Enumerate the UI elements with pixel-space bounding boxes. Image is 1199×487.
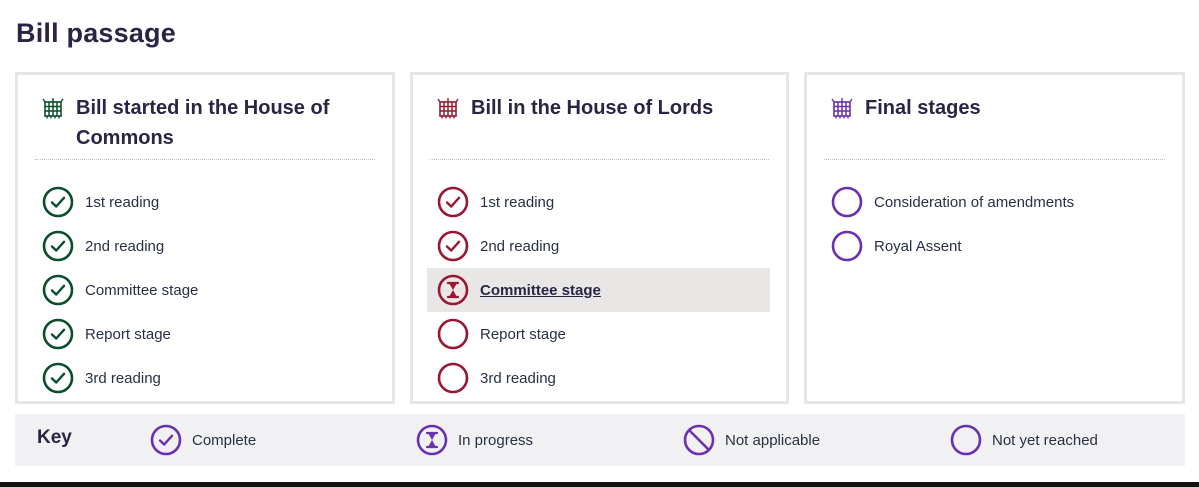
empty-circle-icon: [831, 186, 863, 218]
commons-card-header: Bill started in the House of Commons: [42, 93, 374, 153]
lords-card-header: Bill in the House of Lords: [437, 93, 768, 123]
divider: [430, 159, 769, 160]
stage-item: Committee stage: [32, 268, 376, 312]
final-card-title: Final stages: [865, 97, 981, 119]
empty-circle-icon: [437, 318, 469, 350]
key-item-complete: Complete: [150, 424, 256, 456]
page-title: Bill passage: [16, 18, 176, 48]
lords-stage-card: Bill in the House of Lords 1st reading 2…: [410, 72, 789, 404]
stage-item: 1st reading: [32, 180, 376, 224]
key-title: Key: [37, 427, 72, 448]
stage-label: 3rd reading: [480, 369, 556, 387]
empty-circle-icon: [437, 362, 469, 394]
check-circle-icon: [42, 274, 74, 306]
lords-stage-list: 1st reading 2nd reading Committee stage …: [427, 180, 770, 400]
stage-item: 1st reading: [427, 180, 770, 224]
key-item-not-yet-reached: Not yet reached: [950, 424, 1098, 456]
stage-label: Royal Assent: [874, 237, 962, 255]
empty-circle-icon: [950, 424, 982, 456]
stage-item: Report stage: [427, 312, 770, 356]
check-circle-icon: [42, 230, 74, 262]
committee-stage-link[interactable]: Committee stage: [480, 281, 601, 299]
portcullis-icon: [42, 97, 64, 119]
key-label: Not applicable: [725, 431, 821, 449]
key-item-not-applicable: Not applicable: [683, 424, 820, 456]
stage-label: Report stage: [480, 325, 566, 343]
check-circle-icon: [42, 318, 74, 350]
stage-item: Royal Assent: [821, 224, 1166, 268]
key-label: In progress: [458, 431, 534, 449]
portcullis-icon: [831, 97, 853, 119]
check-circle-icon: [437, 186, 469, 218]
stage-item: Report stage: [32, 312, 376, 356]
commons-stage-list: 1st reading 2nd reading Committee stage …: [32, 180, 376, 400]
stage-label: 2nd reading: [85, 237, 165, 255]
prohibited-circle-icon: [683, 424, 715, 456]
stage-label: Committee stage: [85, 281, 199, 299]
key-label: Complete: [192, 431, 257, 449]
hourglass-circle-icon: [416, 424, 448, 456]
portcullis-icon: [437, 97, 459, 119]
stage-item: 3rd reading: [32, 356, 376, 400]
stage-label: Report stage: [85, 325, 171, 343]
divider: [824, 159, 1165, 160]
hourglass-circle-icon: [437, 274, 469, 306]
divider: [35, 159, 375, 160]
stage-label: 1st reading: [85, 193, 160, 211]
final-stage-list: Consideration of amendments Royal Assent: [821, 180, 1166, 268]
stage-item: 3rd reading: [427, 356, 770, 400]
key-legend: Key Complete In progress Not applicable …: [15, 414, 1185, 466]
stage-item: 2nd reading: [32, 224, 376, 268]
lords-card-title: Bill in the House of Lords: [471, 97, 714, 119]
commons-card-title: Bill started in the House of Commons: [76, 97, 330, 149]
bottom-rule: [0, 482, 1199, 487]
stage-label: 3rd reading: [85, 369, 161, 387]
stage-label: 1st reading: [480, 193, 555, 211]
check-circle-icon: [42, 362, 74, 394]
key-label: Not yet reached: [992, 431, 1098, 449]
check-circle-icon: [437, 230, 469, 262]
final-stages-card: Final stages Consideration of amendments…: [804, 72, 1185, 404]
empty-circle-icon: [831, 230, 863, 262]
stage-label: 2nd reading: [480, 237, 560, 255]
check-circle-icon: [42, 186, 74, 218]
stage-item: Consideration of amendments: [821, 180, 1166, 224]
commons-stage-card: Bill started in the House of Commons 1st…: [15, 72, 395, 404]
stage-label: Consideration of amendments: [874, 193, 1075, 211]
current-stage-item[interactable]: Committee stage: [427, 268, 770, 312]
key-item-in-progress: In progress: [416, 424, 533, 456]
final-card-header: Final stages: [831, 93, 1164, 123]
check-circle-icon: [150, 424, 182, 456]
stage-item: 2nd reading: [427, 224, 770, 268]
